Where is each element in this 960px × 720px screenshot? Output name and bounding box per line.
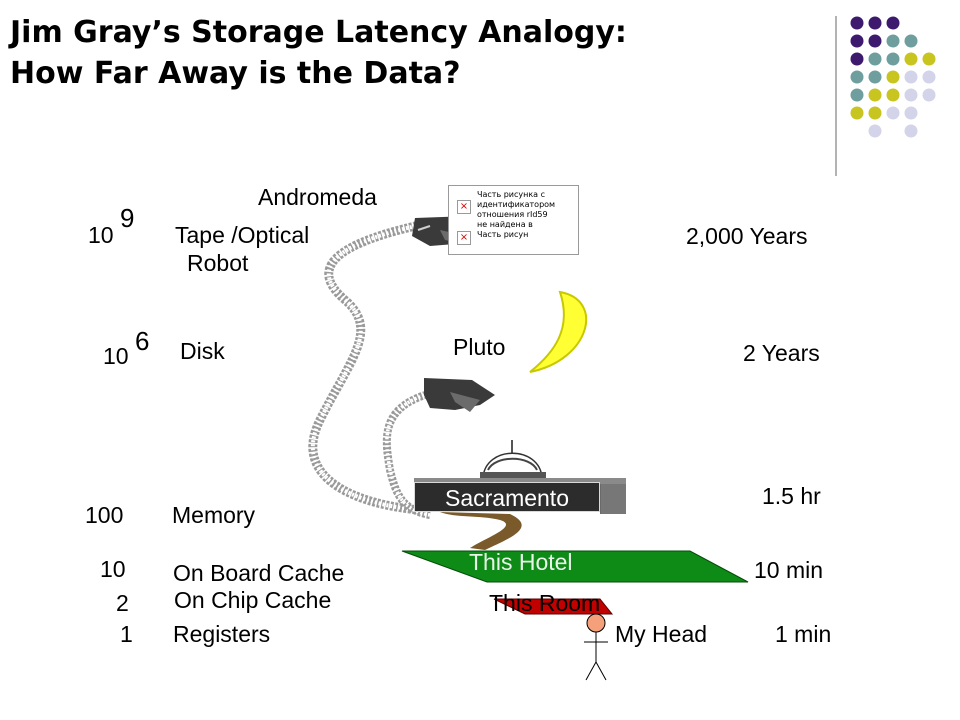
- decorative-dot: [904, 52, 918, 66]
- place-pluto: Pluto: [453, 334, 506, 360]
- slide-title: Jim Gray’s Storage Latency Analogy: How …: [10, 12, 627, 94]
- place-my-head: My Head: [615, 621, 708, 647]
- decorative-dot: [886, 106, 900, 120]
- decorative-dot: [886, 16, 900, 30]
- place-sacramento: Sacramento: [414, 482, 600, 512]
- tape-time: 2,000 Years: [686, 223, 808, 249]
- broken-image-icon: ×: [457, 200, 471, 214]
- disk-magnitude-base: 10: [103, 343, 129, 369]
- title-line-1: Jim Gray’s Storage Latency Analogy:: [10, 15, 627, 50]
- path-to-andromeda: [308, 220, 421, 515]
- decorative-dot: [868, 34, 882, 48]
- broken-image-text-4: не найдена в: [477, 220, 533, 229]
- decorative-dot: [904, 106, 918, 120]
- decorative-dot: [850, 34, 864, 48]
- memory-label: Memory: [172, 502, 256, 528]
- decorative-dot: [904, 124, 918, 138]
- hotel-floor: [401, 550, 749, 583]
- broken-image-icon: ×: [457, 231, 471, 245]
- decorative-dot: [868, 106, 882, 120]
- disk-time: 2 Years: [743, 340, 820, 366]
- decorative-dot: [868, 16, 882, 30]
- stick-figure-icon: [584, 613, 608, 681]
- decorative-dot: [886, 70, 900, 84]
- place-this-hotel: This Hotel: [469, 549, 573, 575]
- moon-icon: [529, 290, 588, 373]
- disk-magnitude-exponent: 6: [135, 326, 150, 356]
- memory-time: 1.5 hr: [762, 483, 821, 509]
- decorative-divider-line: [835, 16, 837, 176]
- registers-time: 1 min: [775, 621, 832, 647]
- room-floor: [493, 598, 614, 615]
- airplane-icon-pluto: [424, 378, 495, 412]
- decorative-dot: [850, 88, 864, 102]
- decorative-dot: [868, 124, 882, 138]
- place-andromeda: Andromeda: [258, 184, 377, 210]
- place-this-room: This Room: [489, 590, 601, 616]
- board-cache-label: On Board Cache: [173, 560, 345, 586]
- decorative-dot: [886, 52, 900, 66]
- decorative-dot: [850, 16, 864, 30]
- decorative-dot: [850, 106, 864, 120]
- chip-cache-label: On Chip Cache: [174, 587, 332, 613]
- broken-image-text-5: Часть рисун: [477, 230, 529, 239]
- decorative-dot: [922, 52, 936, 66]
- registers-value: 1: [120, 621, 133, 647]
- decorative-dot: [850, 70, 864, 84]
- chip-cache-value: 2: [116, 590, 129, 616]
- title-line-2: How Far Away is the Data?: [10, 56, 461, 91]
- decorative-dot: [904, 70, 918, 84]
- tape-magnitude-exponent: 9: [120, 203, 135, 233]
- memory-value: 100: [85, 502, 124, 528]
- decorative-dot: [922, 70, 936, 84]
- broken-image-placeholder: × × Часть рисунка с идентификатором отно…: [448, 185, 579, 255]
- disk-label: Disk: [180, 338, 225, 364]
- board-cache-time: 10 min: [754, 557, 824, 583]
- tape-magnitude-base: 10: [88, 222, 114, 248]
- decorative-dot: [886, 88, 900, 102]
- decorative-dot: [922, 88, 936, 102]
- decorative-dot: [904, 34, 918, 48]
- broken-image-text-1: Часть рисунка с: [477, 190, 546, 199]
- road: [440, 512, 522, 550]
- registers-label: Registers: [173, 621, 271, 647]
- decorative-dot: [886, 34, 900, 48]
- decorative-dot: [904, 88, 918, 102]
- broken-image-text-2: идентификатором: [477, 200, 556, 209]
- decorative-dot: [868, 52, 882, 66]
- tape-label: Tape /Optical: [175, 222, 310, 248]
- tape-label-line2: Robot: [187, 250, 249, 276]
- decorative-dot: [868, 70, 882, 84]
- decorative-dot: [850, 52, 864, 66]
- board-cache-value: 10: [100, 556, 126, 582]
- broken-image-text-3: отношения rId59: [477, 210, 548, 219]
- decorative-dot: [868, 88, 882, 102]
